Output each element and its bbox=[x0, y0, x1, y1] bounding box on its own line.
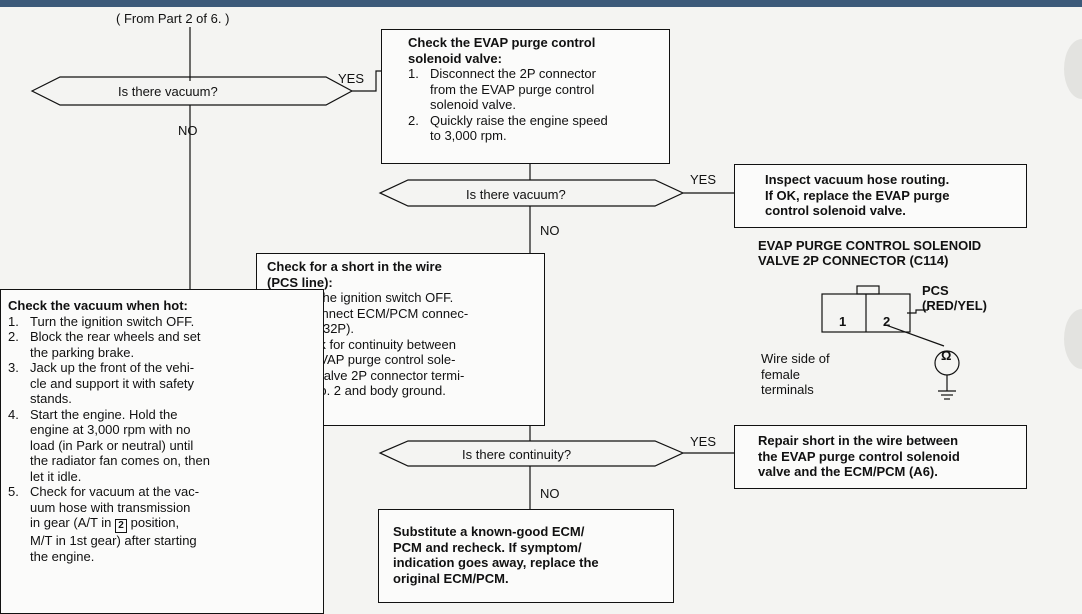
substitute-line-4: original ECM/PCM. bbox=[393, 570, 509, 586]
pcs-color-label: (RED/YEL) bbox=[922, 298, 987, 313]
decision2-question: Is there vacuum? bbox=[466, 187, 566, 202]
decision1-yes-line bbox=[352, 70, 381, 92]
decision1-yes-label: YES bbox=[338, 71, 365, 86]
position-2-box: 2 bbox=[115, 519, 128, 533]
connector-lock-tab bbox=[856, 285, 880, 295]
evap-check-box: Check the EVAP purge control solenoid va… bbox=[381, 29, 670, 164]
evap-check-title-2: solenoid valve: bbox=[408, 50, 502, 66]
repair-line-2: the EVAP purge control solenoid bbox=[758, 448, 960, 464]
wire-side-label: Wire side of female terminals bbox=[761, 351, 830, 397]
decision2-yes-label: YES bbox=[690, 172, 717, 187]
flowchart-connectors bbox=[30, 27, 960, 509]
window-top-bar bbox=[0, 0, 1082, 7]
probe-wire bbox=[885, 324, 945, 347]
substitute-line-1: Substitute a known-good ECM/ bbox=[393, 524, 585, 539]
decision1-no-label: NO bbox=[178, 123, 198, 138]
vacuum-hot-box: Check the vacuum when hot: 1. Turn the i… bbox=[0, 289, 324, 614]
short-check-title-2: (PCS line): bbox=[267, 274, 333, 290]
repair-line-1: Repair short in the wire between bbox=[758, 433, 959, 448]
connector-pin-2: 2 bbox=[883, 314, 891, 329]
repair-line-3: valve and the ECM/PCM (A6). bbox=[758, 464, 938, 479]
short-check-title-1: Check for a short in the wire bbox=[267, 259, 442, 274]
connector-pin-1: 1 bbox=[839, 314, 847, 329]
inspect-line-3: control solenoid valve. bbox=[765, 203, 906, 218]
page-edge-shadow-right-1 bbox=[1064, 39, 1082, 99]
decision3-no-label: NO bbox=[540, 486, 560, 501]
evap-step-2: 2. Quickly raise the engine speed to 3,0… bbox=[408, 112, 608, 144]
hot-step-1: 1. Turn the ignition switch OFF. bbox=[8, 313, 195, 329]
repair-box: Repair short in the wire between the EVA… bbox=[734, 425, 1027, 489]
page-edge-shadow-right-2 bbox=[1064, 309, 1082, 369]
inspect-box: Inspect vacuum hose routing. If OK, repl… bbox=[734, 164, 1027, 228]
connector-title-2: VALVE 2P CONNECTOR (C114) bbox=[758, 253, 949, 268]
hot-step-5: 5. Check for vacuum at the vac- uum hose… bbox=[8, 484, 210, 564]
short-step-3: 3. Check for continuity between the EVAP… bbox=[267, 336, 465, 399]
flowchart-canvas: ( From Part 2 of 6. ) Is there vacuum? Y… bbox=[0, 7, 1082, 614]
decision3-yes-label: YES bbox=[690, 434, 717, 449]
inspect-line-2: If OK, replace the EVAP purge bbox=[765, 187, 950, 203]
hot-step-5-line-3: in gear (A/T in 2 position, bbox=[30, 515, 180, 533]
substitute-line-3: indication goes away, replace the bbox=[393, 555, 599, 570]
inspect-line-1: Inspect vacuum hose routing. bbox=[765, 172, 950, 187]
decision1-question: Is there vacuum? bbox=[118, 84, 218, 99]
pcs-label: PCS bbox=[922, 283, 949, 298]
vacuum-hot-title: Check the vacuum when hot: bbox=[8, 298, 188, 313]
hot-step-2: 2. Block the rear wheels and set the par… bbox=[8, 329, 201, 360]
evap-step-1: 1. Disconnect the 2P connector from the … bbox=[408, 66, 596, 112]
hot-step-3: 3. Jack up the front of the vehi- cle an… bbox=[8, 360, 195, 406]
hot-step-4: 4. Start the engine. Hold the engine at … bbox=[8, 406, 210, 484]
evap-check-steps: 1. Disconnect the 2P connector from the … bbox=[382, 66, 608, 144]
evap-check-title-1: Check the EVAP purge control bbox=[408, 35, 596, 50]
decision2-no-label: NO bbox=[540, 223, 560, 238]
substitute-box: Substitute a known-good ECM/ PCM and rec… bbox=[378, 509, 674, 603]
vacuum-hot-steps: 1. Turn the ignition switch OFF. 2. Bloc… bbox=[8, 314, 210, 565]
substitute-line-2: PCM and recheck. If symptom/ bbox=[393, 539, 582, 555]
ohmmeter-symbol: Ω bbox=[941, 348, 952, 363]
decision3-question: Is there continuity? bbox=[462, 447, 572, 462]
pcs-lead-line bbox=[907, 309, 928, 314]
from-part-label: ( From Part 2 of 6. ) bbox=[116, 11, 230, 26]
connector-title-1: EVAP PURGE CONTROL SOLENOID bbox=[758, 238, 982, 253]
